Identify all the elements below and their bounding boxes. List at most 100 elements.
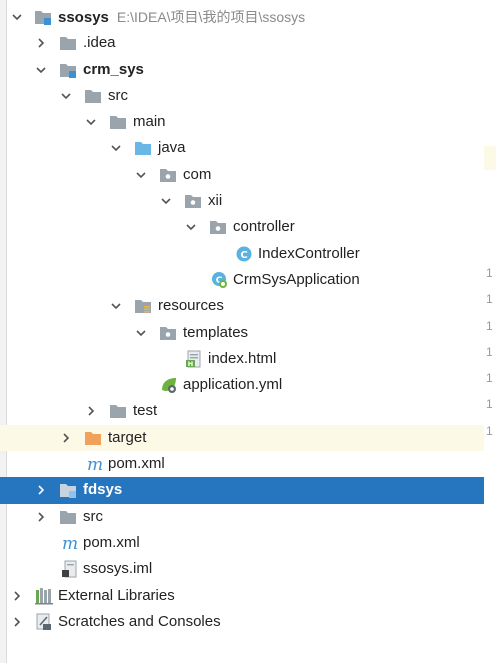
node-label: src <box>108 86 128 104</box>
chevron-down-icon[interactable] <box>109 135 123 161</box>
node-label: CrmSysApplication <box>233 270 360 288</box>
tree-node-scratches[interactable]: Scratches and Consoles <box>0 609 484 635</box>
tree-node-fdsys[interactable]: fdsys <box>0 477 484 504</box>
node-label: resources <box>158 297 224 315</box>
node-label: External Libraries <box>58 586 175 604</box>
node-label: controller <box>233 218 295 236</box>
tree-node-test[interactable]: test <box>0 398 484 424</box>
spring-boot-class-icon: C <box>210 271 228 289</box>
tree-node-crm-sys-application[interactable]: C CrmSysApplication <box>0 267 484 293</box>
module-folder-icon <box>34 8 52 26</box>
java-class-icon: C <box>235 245 253 263</box>
tree-node-root-pom-xml[interactable]: m pom.xml <box>0 530 484 556</box>
node-label: index.html <box>208 349 277 367</box>
node-label: Scratches and Consoles <box>58 612 221 630</box>
tree-node-crm-pom-xml[interactable]: m pom.xml <box>0 451 484 477</box>
line-number: 1 <box>486 292 493 307</box>
project-tree: ssosys E:\IDEA\项目\我的项目\ssosys .idea crm_s… <box>0 4 484 635</box>
editor-gutter-edge: 1 1 1 1 1 1 1 <box>484 0 496 663</box>
node-label: pom.xml <box>83 533 140 551</box>
tree-node-xii[interactable]: xii <box>0 188 484 214</box>
node-label: src <box>83 507 103 525</box>
tree-node-main[interactable]: main <box>0 109 484 135</box>
line-number: 1 <box>486 397 493 412</box>
node-label: crm_sys <box>83 60 144 78</box>
chevron-down-icon[interactable] <box>159 188 173 214</box>
svg-text:C: C <box>216 276 223 286</box>
tree-node-root-src[interactable]: src <box>0 504 484 530</box>
folder-icon <box>59 34 77 52</box>
line-number: 1 <box>486 344 493 359</box>
tool-window-stripe <box>0 0 7 663</box>
package-icon <box>209 218 227 236</box>
chevron-down-icon[interactable] <box>109 293 123 319</box>
excluded-folder-icon <box>84 429 102 447</box>
chevron-right-icon[interactable] <box>34 504 48 530</box>
node-label: .idea <box>83 34 116 52</box>
node-label: ssosys.iml <box>83 560 153 578</box>
node-label: pom.xml <box>108 455 165 473</box>
tree-node-templates[interactable]: templates <box>0 320 484 346</box>
tree-node-resources[interactable]: resources <box>0 293 484 319</box>
svg-text:H: H <box>188 360 193 368</box>
module-folder-icon <box>59 61 77 79</box>
tree-node-external-libraries[interactable]: External Libraries <box>0 583 484 609</box>
chevron-right-icon[interactable] <box>10 583 24 609</box>
scratches-icon <box>35 613 53 631</box>
node-label: xii <box>208 192 223 210</box>
libraries-icon <box>35 587 53 605</box>
folder-icon <box>59 508 77 526</box>
node-label: fdsys <box>83 481 123 499</box>
chevron-down-icon[interactable] <box>59 83 73 109</box>
chevron-down-icon[interactable] <box>34 57 48 83</box>
editor-current-line-highlight <box>484 146 496 170</box>
tree-node-ssosys[interactable]: ssosys E:\IDEA\项目\我的项目\ssosys <box>0 4 484 30</box>
spring-config-icon <box>160 376 178 394</box>
editor-line-numbers: 1 1 1 1 1 1 1 <box>486 260 496 444</box>
chevron-right-icon[interactable] <box>84 398 98 424</box>
chevron-right-icon[interactable] <box>34 30 48 56</box>
tree-node-java[interactable]: java <box>0 135 484 161</box>
folder-icon <box>109 113 127 131</box>
package-icon <box>159 324 177 342</box>
chevron-down-icon[interactable] <box>134 162 148 188</box>
html-file-icon: H <box>185 350 203 368</box>
maven-file-icon: m <box>86 455 104 475</box>
line-number: 1 <box>486 423 493 438</box>
module-name: ssosys <box>58 9 109 26</box>
node-label: IndexController <box>258 244 360 262</box>
chevron-down-icon[interactable] <box>10 4 24 30</box>
package-icon <box>159 166 177 184</box>
chevron-right-icon[interactable] <box>59 425 73 451</box>
tree-node-src[interactable]: src <box>0 83 484 109</box>
package-icon <box>184 192 202 210</box>
folder-icon <box>84 87 102 105</box>
node-label: com <box>183 165 212 183</box>
svg-text:C: C <box>240 250 247 261</box>
tree-node-com[interactable]: com <box>0 162 484 188</box>
node-label: application.yml <box>183 376 283 394</box>
node-label: test <box>133 402 158 420</box>
tree-node-crm-sys[interactable]: crm_sys <box>0 57 484 83</box>
tree-node-target[interactable]: target <box>0 424 484 452</box>
chevron-right-icon[interactable] <box>10 609 24 635</box>
tree-node-controller[interactable]: controller <box>0 214 484 240</box>
node-label: java <box>158 139 186 157</box>
tree-node-ssosys-iml[interactable]: ssosys.iml <box>0 556 484 582</box>
chevron-down-icon[interactable] <box>134 320 148 346</box>
tree-node-index-html[interactable]: H index.html <box>0 346 484 372</box>
maven-file-icon: m <box>61 534 79 554</box>
tree-node-index-controller[interactable]: C IndexController <box>0 241 484 267</box>
svg-text:m: m <box>87 455 103 473</box>
chevron-down-icon[interactable] <box>184 214 198 240</box>
resources-folder-icon <box>134 297 152 315</box>
node-label: templates <box>183 323 249 341</box>
svg-text:m: m <box>62 534 78 552</box>
chevron-right-icon[interactable] <box>34 477 48 503</box>
module-path: E:\IDEA\项目\我的项目\ssosys <box>116 9 306 25</box>
tree-node-idea[interactable]: .idea <box>0 30 484 56</box>
chevron-down-icon[interactable] <box>84 109 98 135</box>
line-number: 1 <box>486 371 493 386</box>
tree-node-application-yml[interactable]: application.yml <box>0 372 484 398</box>
